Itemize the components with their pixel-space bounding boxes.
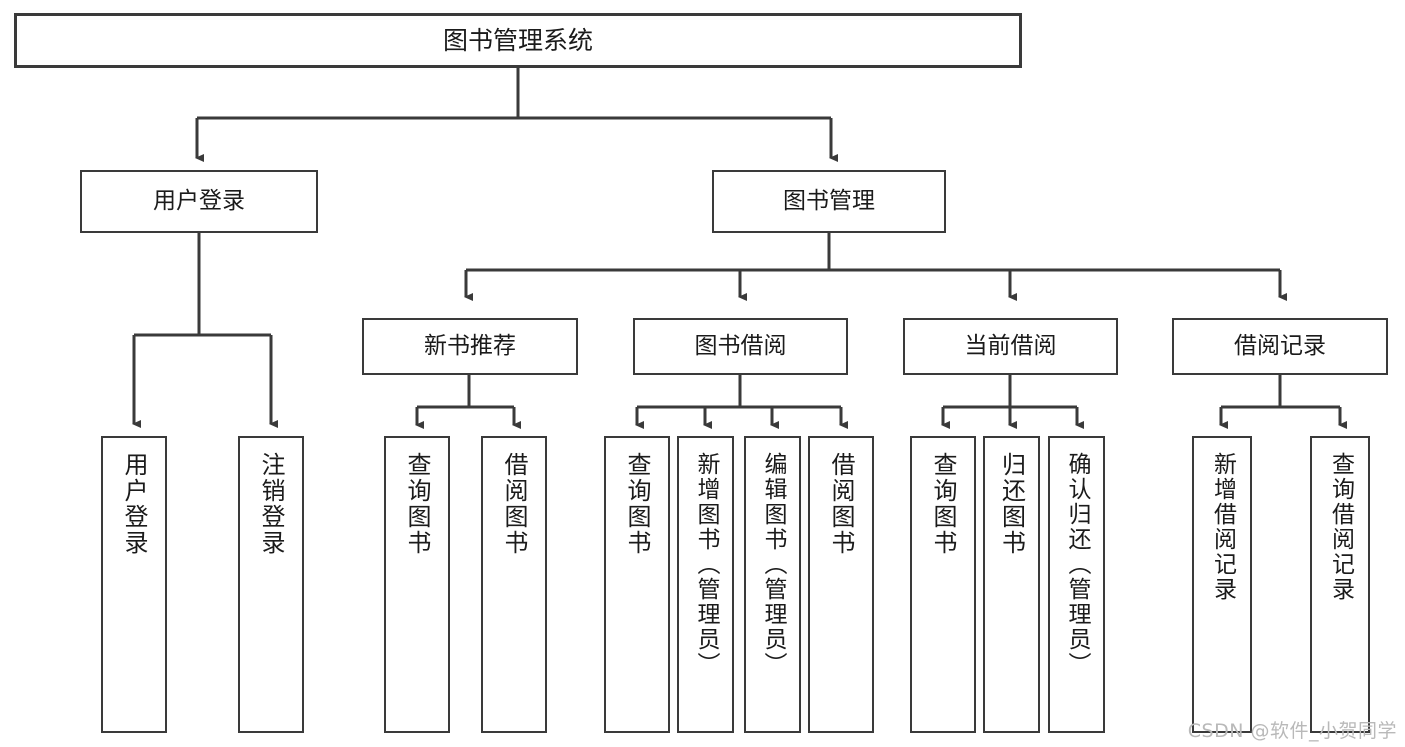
leaf-edit-book-admin[interactable]: 编辑图书（管理员） (744, 436, 801, 733)
leaf-borrow-books-newbook[interactable]: 借阅图书 (481, 436, 547, 733)
node-label: 图书管理系统 (442, 25, 593, 55)
node-label: 当前借阅 (964, 332, 1057, 359)
node-label: 用户登录 (153, 187, 245, 214)
leaf-query-books-newbook[interactable]: 查询图书 (384, 436, 450, 733)
node-user-login[interactable]: 用户登录 (80, 170, 318, 233)
node-label: 借阅图书 (827, 452, 855, 556)
leaf-query-books-borrow[interactable]: 查询图书 (604, 436, 670, 733)
node-label: 编辑图书（管理员） (760, 452, 786, 677)
csdn-watermark: CSDN @软件_小贺同学 (1187, 720, 1397, 742)
node-current-borrowing[interactable]: 当前借阅 (903, 318, 1118, 375)
node-label: 归还图书 (997, 452, 1026, 556)
node-label: 查询图书 (403, 452, 431, 556)
node-label: 新增图书（管理员） (693, 452, 719, 677)
node-label: 确认归还（管理员） (1064, 452, 1090, 677)
node-borrowing-records[interactable]: 借阅记录 (1172, 318, 1388, 375)
leaf-confirm-return-admin[interactable]: 确认归还（管理员） (1048, 436, 1105, 733)
leaf-borrow-books[interactable]: 借阅图书 (808, 436, 874, 733)
node-label: 新书推荐 (424, 332, 516, 359)
node-book-borrowing[interactable]: 图书借阅 (633, 318, 848, 375)
node-label: 查询借阅记录 (1327, 452, 1354, 602)
leaf-query-books-current[interactable]: 查询图书 (910, 436, 976, 733)
node-label: 借阅图书 (500, 452, 528, 556)
node-new-book-recommendation[interactable]: 新书推荐 (362, 318, 578, 375)
node-label: 用户登录 (120, 452, 148, 556)
leaf-add-book-admin[interactable]: 新增图书（管理员） (677, 436, 734, 733)
leaf-logout[interactable]: 注销登录 (238, 436, 304, 733)
node-label: 注销登录 (257, 452, 285, 556)
node-label: 新增借阅记录 (1209, 452, 1236, 602)
node-label: 图书管理 (783, 187, 875, 214)
node-label: 借阅记录 (1234, 332, 1326, 359)
node-book-management[interactable]: 图书管理 (712, 170, 946, 233)
node-label: 图书借阅 (694, 332, 787, 359)
node-root-book-management-system[interactable]: 图书管理系统 (14, 13, 1022, 68)
leaf-user-login[interactable]: 用户登录 (101, 436, 167, 733)
leaf-return-books[interactable]: 归还图书 (983, 436, 1040, 733)
leaf-query-borrow-record[interactable]: 查询借阅记录 (1310, 436, 1370, 733)
leaf-add-borrow-record[interactable]: 新增借阅记录 (1192, 436, 1252, 733)
node-label: 查询图书 (623, 452, 651, 556)
node-label: 查询图书 (929, 452, 957, 556)
